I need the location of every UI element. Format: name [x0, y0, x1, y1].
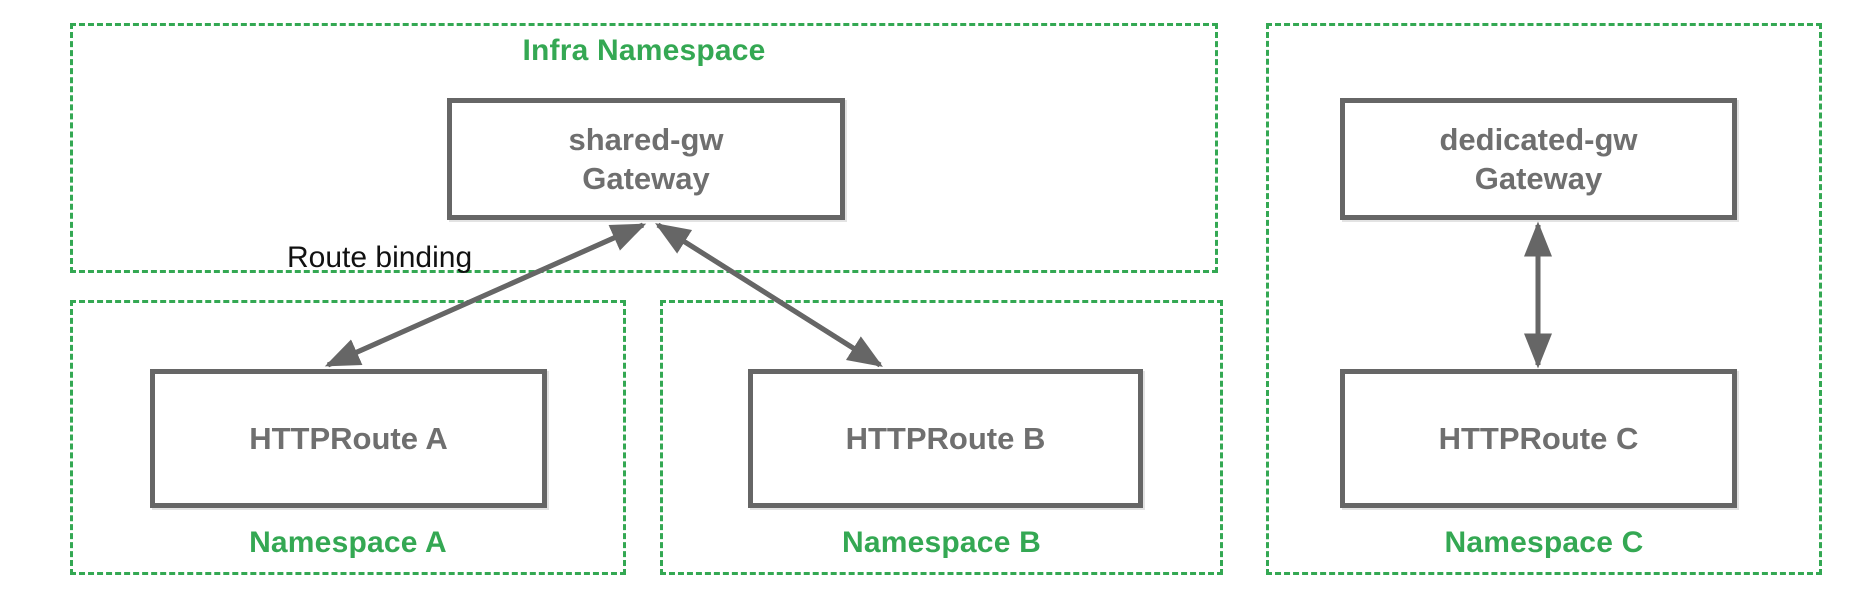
httproute-b-name: HTTPRoute B [845, 421, 1046, 456]
route-binding-annotation: Route binding [287, 241, 473, 274]
shared-gateway-node: shared-gw Gateway [447, 98, 845, 220]
httproute-a-node: HTTPRoute A [150, 369, 547, 508]
shared-gateway-kind: Gateway [582, 161, 710, 196]
namespace-c-label: Namespace C [1444, 526, 1644, 559]
infra-namespace-label: Infra Namespace [522, 34, 766, 67]
namespace-b-label: Namespace B [842, 526, 1041, 559]
httproute-c-name: HTTPRoute C [1438, 421, 1639, 456]
dedicated-gateway-name: dedicated-gw [1439, 122, 1638, 157]
httproute-c-node: HTTPRoute C [1340, 369, 1737, 508]
namespace-b-boundary: Namespace B [660, 300, 1223, 575]
dedicated-gateway-kind: Gateway [1474, 161, 1603, 196]
httproute-b-node: HTTPRoute B [748, 369, 1143, 508]
dedicated-gateway-node: dedicated-gw Gateway [1340, 98, 1737, 220]
httproute-a-name: HTTPRoute A [249, 421, 448, 456]
namespace-c-boundary: Namespace C [1266, 23, 1822, 575]
namespace-a-label: Namespace A [249, 526, 447, 559]
shared-gateway-name: shared-gw [568, 122, 724, 157]
